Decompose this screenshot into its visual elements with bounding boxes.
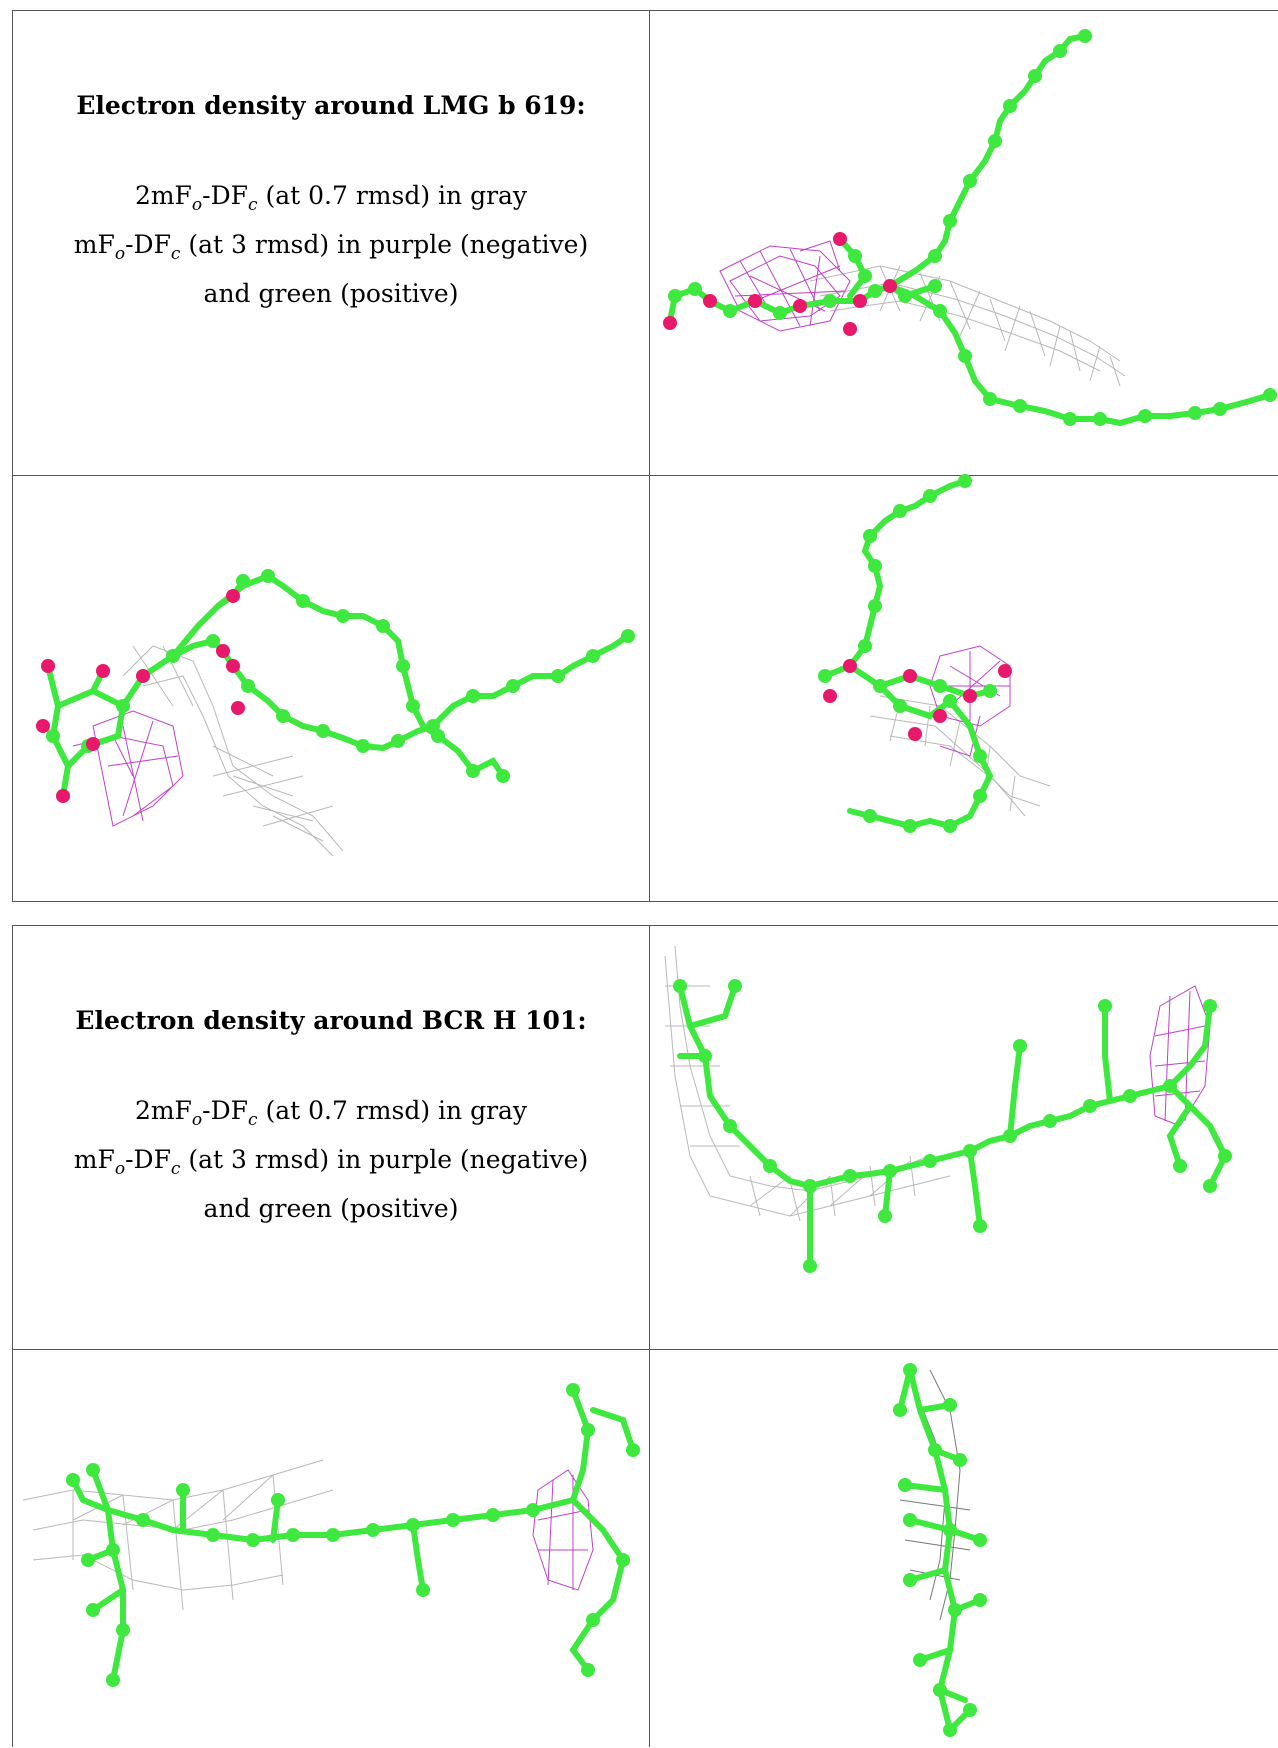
column-divider bbox=[649, 926, 650, 1747]
legend-line-2fofc: 2mFo-DFc (at 0.7 rmsd) in gray bbox=[134, 1096, 528, 1130]
bcr-view-top-right bbox=[664, 945, 1232, 1273]
lmg-heading: Electron density around LMG b 619: bbox=[76, 91, 586, 120]
bcr-view-bottom-left bbox=[22, 1383, 640, 1687]
lmg-figure-panel: Electron density around LMG b 619: 2mFo-… bbox=[12, 10, 1278, 902]
lmg-view-top-right bbox=[663, 29, 1277, 427]
row-divider bbox=[13, 1349, 1278, 1350]
column-divider bbox=[649, 11, 650, 901]
legend-line-colors: and green (positive) bbox=[203, 1194, 459, 1223]
legend-line-colors: and green (positive) bbox=[203, 279, 459, 308]
lmg-view-bottom-right bbox=[818, 474, 1051, 833]
legend-line-fofc: mFo-DFc (at 3 rmsd) in purple (negative) bbox=[73, 1145, 589, 1179]
bcr-heading: Electron density around BCR H 101: bbox=[75, 1006, 587, 1035]
legend-line-fofc: mFo-DFc (at 3 rmsd) in purple (negative) bbox=[73, 230, 589, 264]
bcr-figure-panel: Electron density around BCR H 101: 2mFo-… bbox=[12, 925, 1278, 1747]
bcr-view-bottom-right bbox=[893, 1363, 987, 1737]
legend-line-2fofc: 2mFo-DFc (at 0.7 rmsd) in gray bbox=[134, 181, 528, 215]
row-divider bbox=[13, 475, 1278, 476]
lmg-caption: Electron density around LMG b 619: 2mFo-… bbox=[13, 91, 649, 313]
lmg-view-bottom-left bbox=[36, 569, 635, 857]
bcr-caption: Electron density around BCR H 101: 2mFo-… bbox=[13, 1006, 649, 1228]
